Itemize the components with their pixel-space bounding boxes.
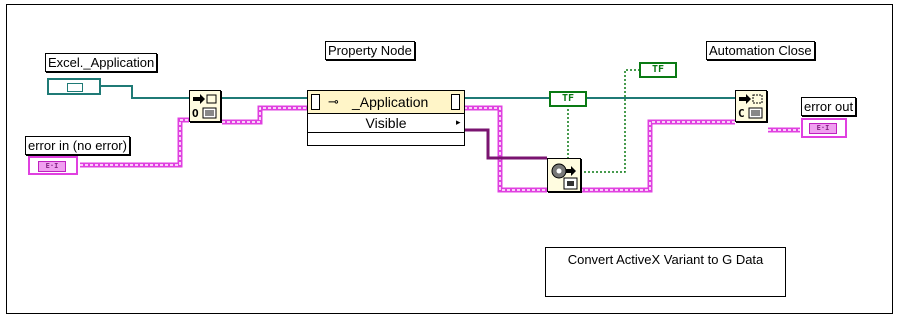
svg-text:O: O [192, 107, 199, 120]
ref-in-terminal-icon [311, 94, 320, 110]
error-out-label: error out [801, 97, 857, 116]
refnum-glyph-icon [67, 83, 83, 92]
automation-open-icon: O [192, 94, 217, 120]
excel-application-refnum[interactable] [47, 78, 101, 95]
automation-close-icon: C [738, 94, 763, 120]
variant-wire[interactable] [464, 128, 547, 160]
property-node-label: Property Node [325, 41, 415, 60]
key-icon: ⊸ [328, 94, 339, 109]
error-out-indicator[interactable]: E·I [801, 118, 847, 138]
error-in-cluster[interactable]: E·I [28, 156, 78, 175]
boolean-indicator[interactable]: TF [639, 62, 677, 78]
error-wire-node-out[interactable] [464, 105, 547, 193]
boolean-constant[interactable]: TF [549, 91, 587, 107]
automation-close-vi[interactable]: C [735, 90, 767, 122]
automation-close-label: Automation Close [706, 41, 815, 60]
property-node-header: ⊸ _Application [308, 91, 464, 114]
excel-application-label: Excel._Application [45, 53, 158, 72]
class-name: _Application [352, 94, 429, 110]
error-cluster-icon: E·I [809, 123, 837, 134]
error-wire-convert-out[interactable] [580, 119, 735, 193]
svg-text:C: C [738, 107, 745, 120]
error-in-label: error in (no error) [25, 136, 130, 155]
property-visible[interactable]: Visible [308, 114, 464, 133]
automation-open-vi[interactable]: O [189, 90, 221, 122]
error-wire-mid[interactable] [222, 105, 309, 125]
convert-variant-vi[interactable] [547, 158, 581, 192]
ref-out-terminal-icon [451, 94, 460, 110]
output-arrow-icon: ▸ [456, 117, 461, 127]
refnum-wire-1[interactable] [100, 85, 189, 99]
variant-to-data-icon [551, 163, 578, 190]
property-node[interactable]: ⊸ _Application Visible ▸ [307, 90, 465, 146]
error-cluster-icon: E·I [38, 161, 66, 172]
convert-variant-label: Convert ActiveX Variant to G Data [545, 247, 786, 297]
boolean-wire-out[interactable] [580, 69, 640, 173]
error-wire-in[interactable] [80, 117, 189, 168]
